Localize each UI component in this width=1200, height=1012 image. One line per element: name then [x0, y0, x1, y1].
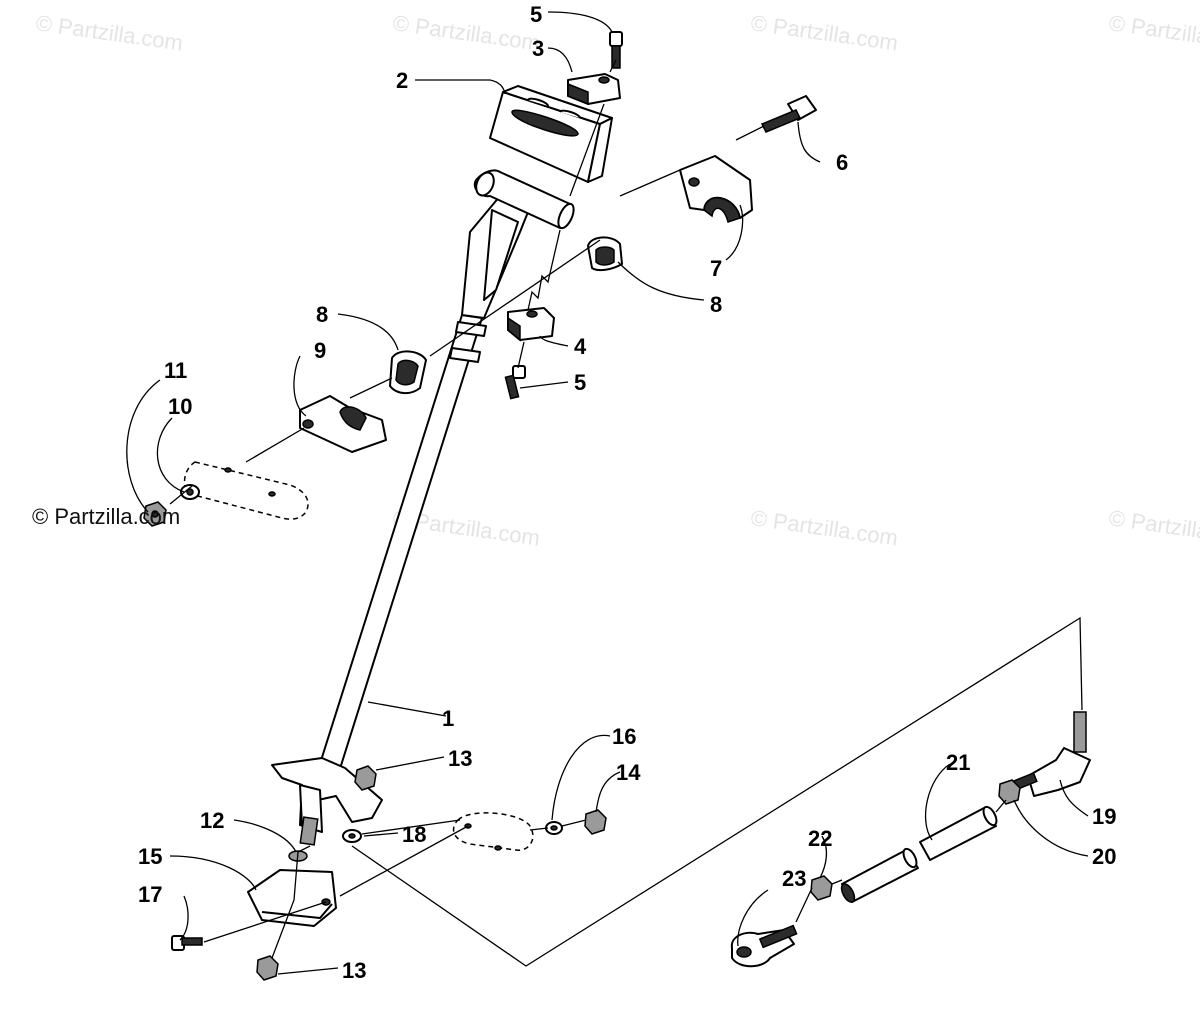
jam-nut-part-20	[998, 779, 1021, 805]
tie-rod-part-21	[840, 805, 998, 903]
callout-17: 17	[138, 882, 162, 907]
steering-post-part-1	[271, 169, 575, 846]
tie-rod-end-part-19	[1008, 711, 1091, 797]
bar-hole	[224, 467, 232, 473]
bracket-part-15	[247, 869, 337, 927]
handlebar-pad-part-2	[489, 85, 613, 183]
callout-18: 18	[402, 822, 426, 847]
callout-21: 21	[946, 750, 970, 775]
callouts: 5 3 2 6 7 8 8 9 4 5 11 10 1 13 16 14 21 …	[138, 2, 1116, 983]
watermark: © Partzilla.com	[391, 10, 541, 55]
callout-1: 1	[442, 706, 454, 731]
watermark: © Partzilla.com	[749, 10, 899, 55]
cap-screw-part-5	[609, 31, 623, 69]
callout-5: 5	[530, 2, 542, 27]
bar-clamp-part-9	[299, 395, 387, 453]
bushing-part-8	[389, 350, 427, 394]
callout-15: 15	[138, 844, 162, 869]
callout-13: 13	[342, 958, 366, 983]
assembly-lines	[169, 59, 1083, 967]
nut-part-11	[143, 501, 167, 527]
callout-8: 8	[710, 292, 722, 317]
callout-23: 23	[782, 866, 806, 891]
nut-part-14	[584, 809, 607, 835]
screw-part-17	[171, 935, 203, 951]
callout-6: 6	[836, 150, 848, 175]
callout-16: 16	[612, 724, 636, 749]
cap-screw-part-5	[504, 365, 526, 400]
callout-2: 2	[396, 68, 408, 93]
callout-12: 12	[200, 808, 224, 833]
watermark: © Partzilla.com	[34, 10, 184, 55]
callout-4: 4	[574, 334, 587, 359]
watermark: © Partzilla.com	[1107, 505, 1200, 550]
callout-13: 13	[448, 746, 472, 771]
bushing-part-8	[587, 236, 623, 272]
callout-5: 5	[574, 370, 586, 395]
plate-hole	[494, 845, 502, 851]
jam-nut-part-22	[810, 875, 833, 901]
callout-11: 11	[164, 358, 187, 383]
tie-rod-end-part-23	[730, 924, 798, 968]
callout-3: 3	[532, 36, 544, 61]
bar-clamp-part-7	[679, 155, 753, 223]
lower-cap-part-4	[507, 307, 555, 342]
bar-hole	[268, 491, 276, 497]
nut-part-13	[256, 955, 279, 981]
leader-lines	[126, 11, 1089, 975]
plate-outline	[452, 812, 534, 851]
handlebar-outline	[183, 461, 309, 520]
callout-10: 10	[168, 394, 192, 419]
watermark: © Partzilla.com	[1107, 10, 1200, 55]
nut-part-13	[354, 765, 377, 791]
washer-part-10	[180, 484, 200, 500]
washer-part-18	[342, 829, 362, 843]
callout-22: 22	[808, 826, 832, 851]
bolt-part-6	[760, 95, 817, 133]
washer-part-16	[545, 821, 563, 835]
callout-7: 7	[710, 256, 722, 281]
partzilla-credit: © Partzilla.com	[32, 504, 181, 529]
callout-19: 19	[1092, 804, 1116, 829]
callout-9: 9	[314, 338, 326, 363]
callout-14: 14	[616, 760, 641, 785]
callout-8: 8	[316, 302, 328, 327]
watermark: © Partzilla.com	[749, 505, 899, 550]
callout-20: 20	[1092, 844, 1116, 869]
upper-cap-part-3	[567, 73, 621, 106]
